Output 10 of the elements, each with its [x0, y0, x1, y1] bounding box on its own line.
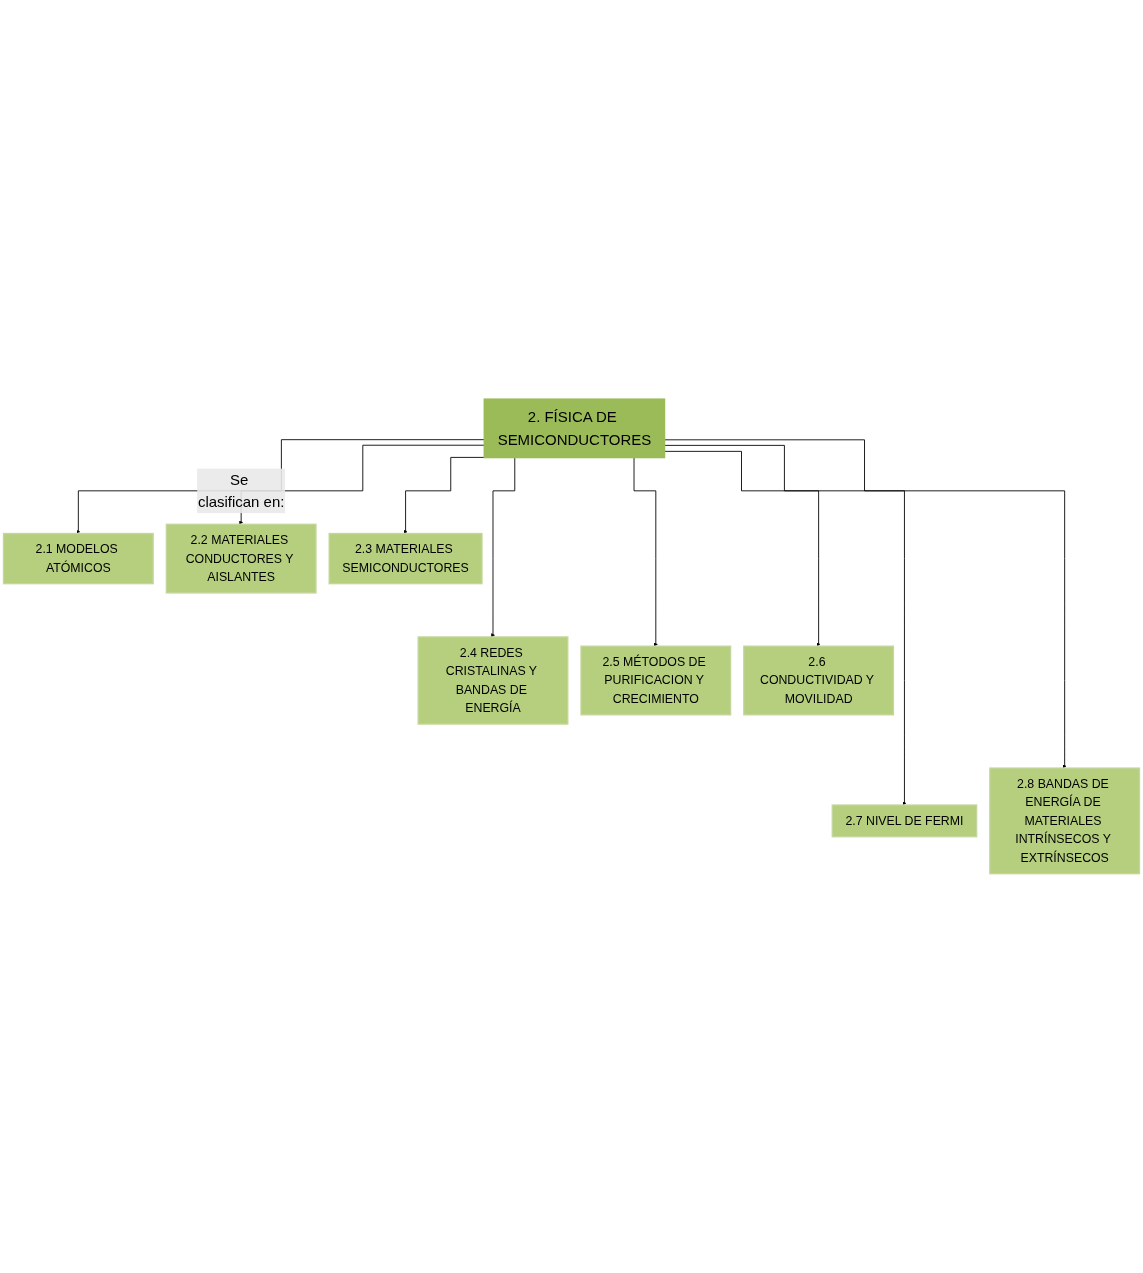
node-box: 2.1 MODELOS ATÓMICOS — [2, 532, 154, 585]
node-box: 2.3 MATERIALES SEMICONDUCTORES — [328, 532, 483, 585]
node-box: 2.8 BANDAS DE ENERGÍA DE MATERIALES INTRÍNSECOS Y EXTRÍNSECOS — [989, 767, 1141, 875]
node-box: 2. FÍSICA DE SEMICONDUCTORES — [483, 398, 666, 459]
node-box: 2.2 MATERIALES CONDUCTORES Y AISLANTES — [165, 523, 317, 594]
node-box: 2.4 REDES CRISTALINAS Y BANDAS DE ENERGÍA — [417, 636, 569, 725]
edge-label: Se clasifican en: — [197, 471, 285, 511]
node-box: 2.7 NIVEL DE FERMI — [831, 804, 978, 838]
node-box: 2.5 MÉTODOS DE PURIFICACION Y CRECIMIENTO — [580, 645, 732, 716]
node-box: 2.6 CONDUCTIVIDAD Y MOVILIDAD — [743, 645, 895, 716]
